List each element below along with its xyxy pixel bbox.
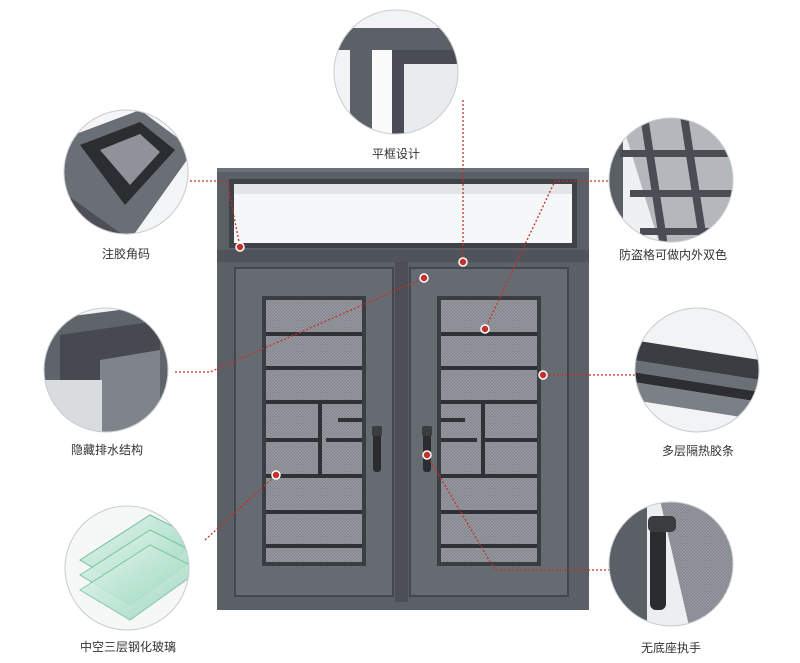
callout-dots — [235, 242, 548, 480]
label-thermal-strip: 多层隔热胶条 — [661, 444, 735, 458]
label-anti-theft: 防盗格可做内外双色 — [618, 248, 728, 262]
left-grille — [266, 332, 362, 548]
label-flat-frame: 平框设计 — [371, 147, 421, 161]
left-handle — [373, 428, 381, 472]
label-glass: 中空三层钢化玻璃 — [79, 640, 177, 654]
anti-theft-grille-detail-icon — [608, 117, 734, 243]
right-grille — [441, 332, 537, 548]
glue-corner-detail-icon — [63, 109, 189, 235]
label-drainage: 隐藏排水结构 — [70, 443, 144, 457]
right-handle — [423, 428, 431, 472]
handle-detail-icon — [608, 501, 734, 627]
label-glue-corner: 注胶角码 — [101, 247, 151, 261]
right-screen — [441, 300, 537, 562]
drainage-structure-detail-icon — [43, 307, 169, 433]
callout-lines — [175, 100, 635, 571]
left-screen — [266, 300, 362, 562]
thermal-strip-detail-icon — [634, 307, 760, 433]
flat-frame-detail-icon — [333, 9, 459, 135]
label-handle: 无底座执手 — [640, 641, 702, 655]
triple-glass-detail-icon — [64, 505, 190, 631]
window — [217, 168, 589, 610]
